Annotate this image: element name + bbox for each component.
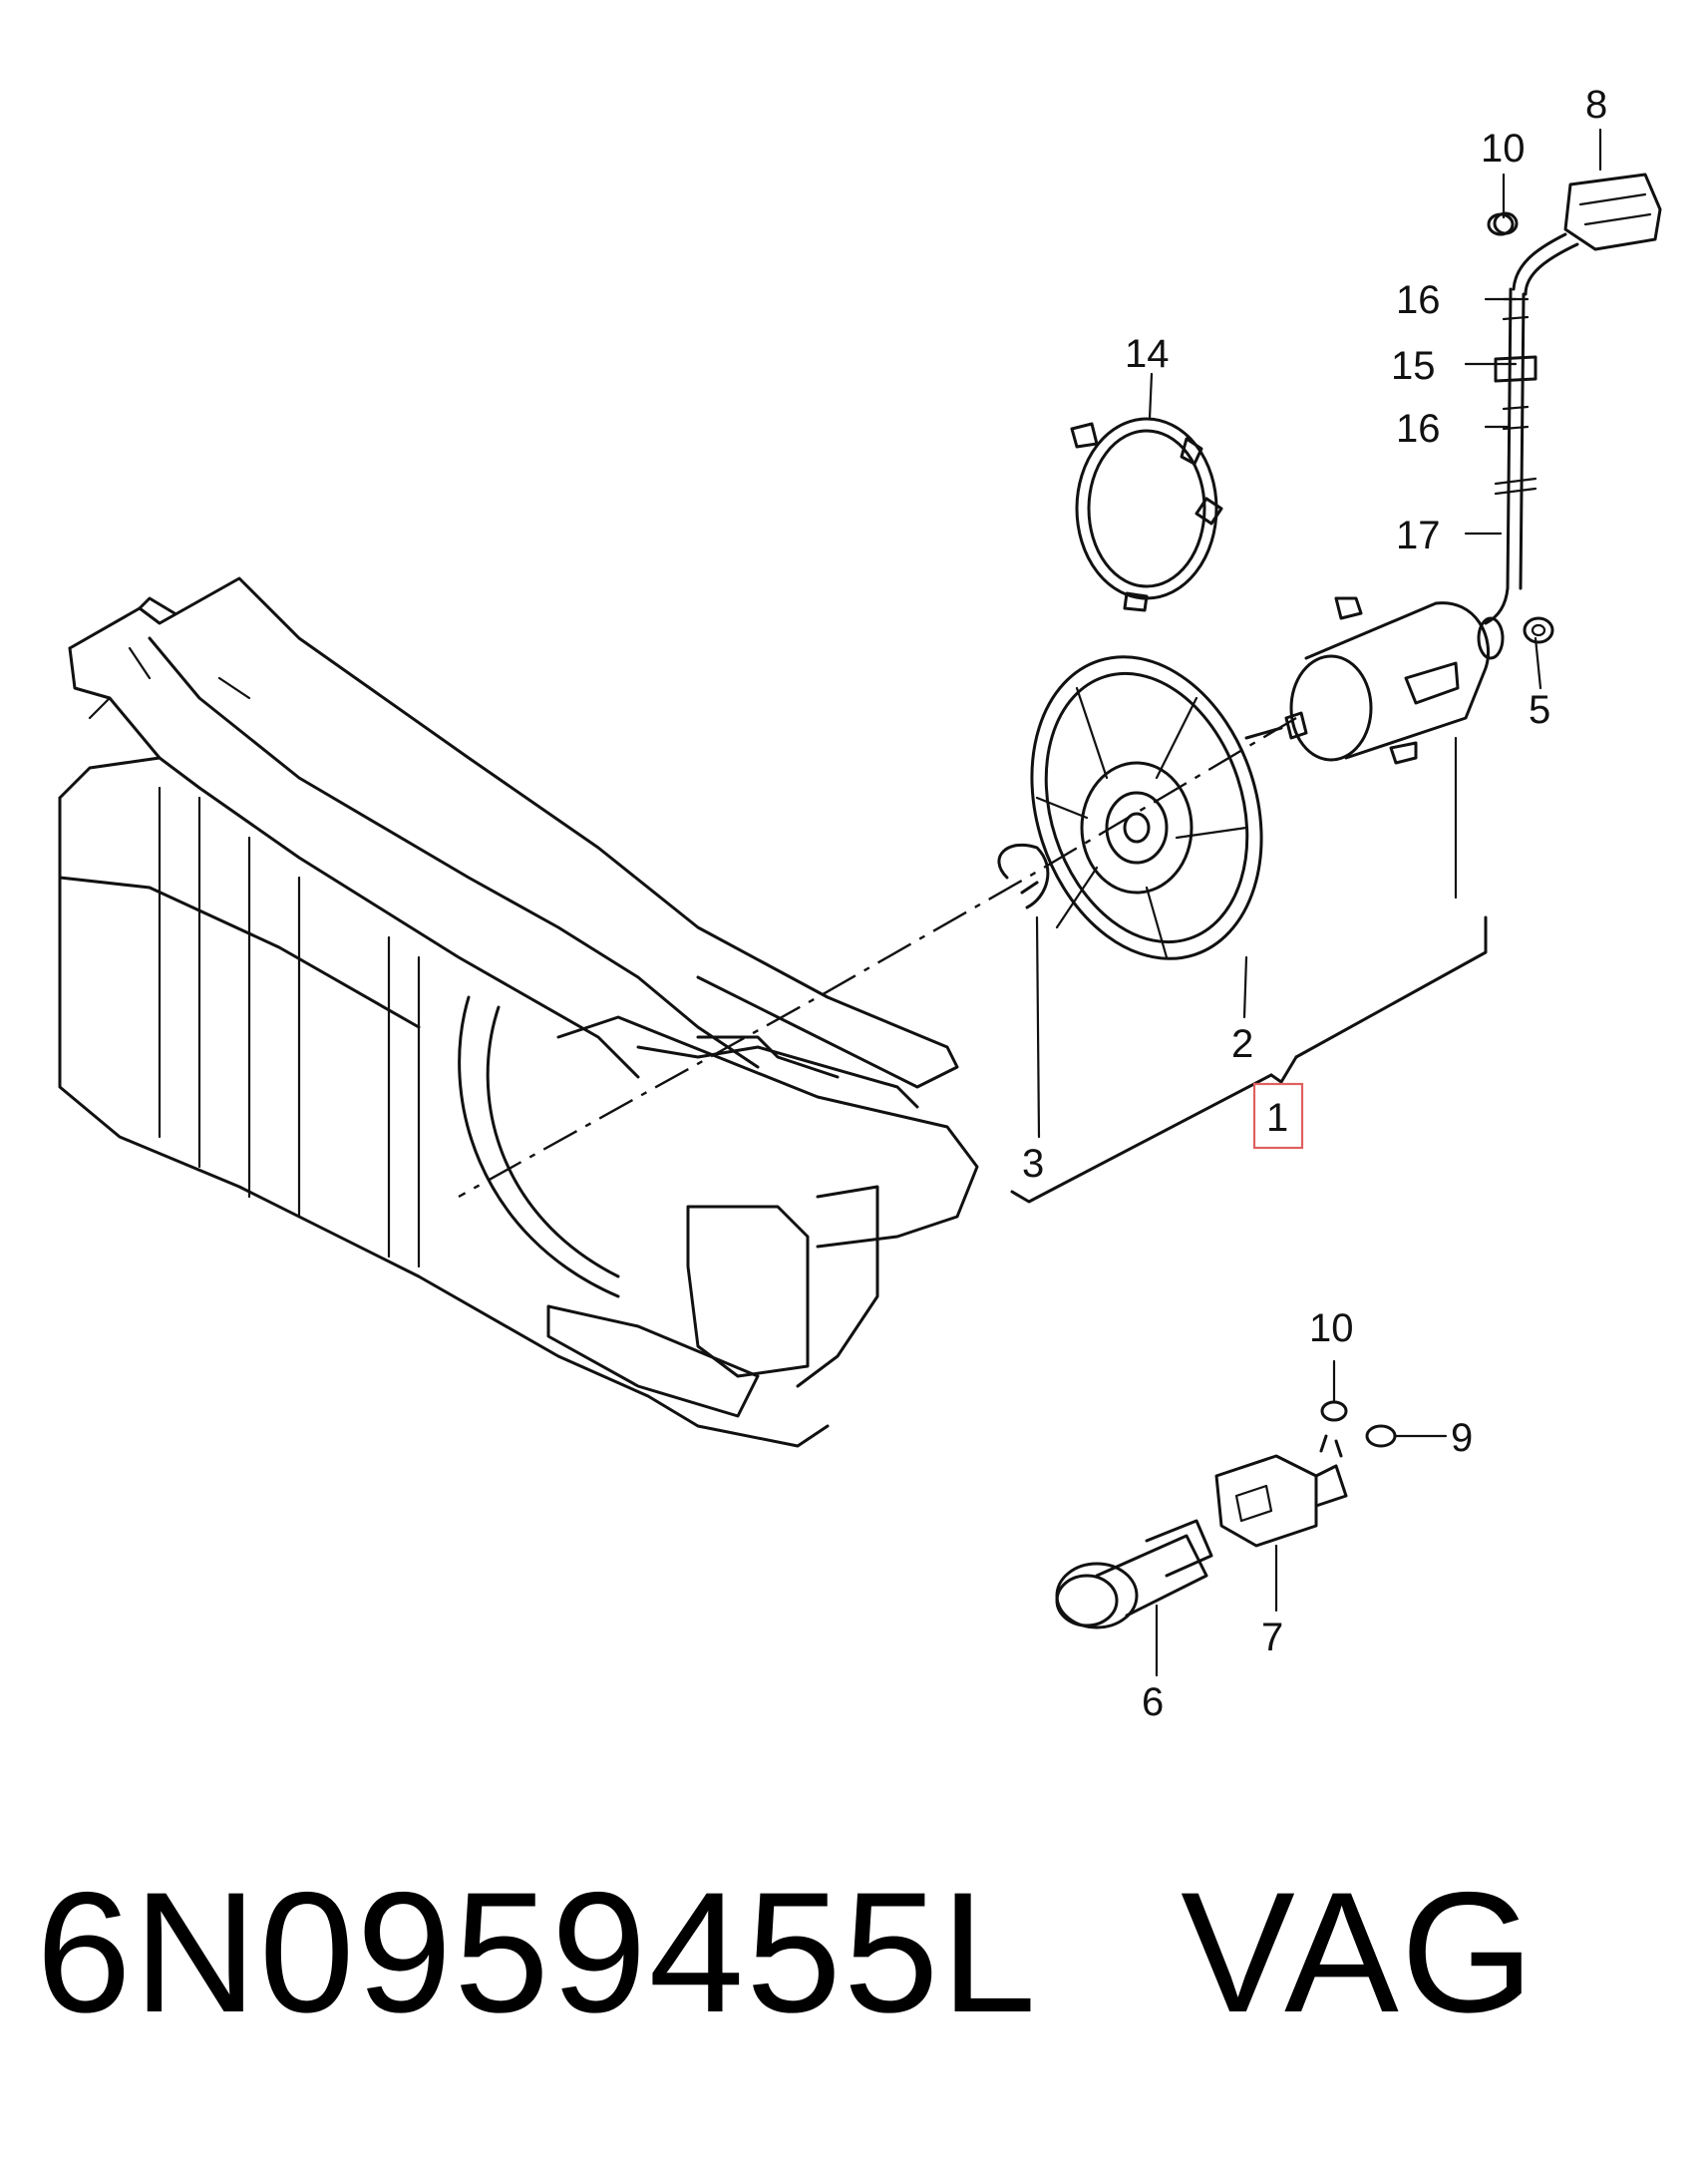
thermo-switch xyxy=(1055,1519,1213,1629)
label-7: 7 xyxy=(1261,1616,1283,1659)
nut xyxy=(1523,616,1554,644)
radiator-support-frame xyxy=(58,576,979,1448)
label-6: 6 xyxy=(1142,1680,1164,1724)
fan-motor xyxy=(1244,596,1505,765)
shroud-ring xyxy=(1070,417,1223,612)
label-8: 8 xyxy=(1585,83,1607,127)
highlight-box xyxy=(1252,1082,1304,1150)
fan-wheel xyxy=(1030,655,1263,960)
connector-housing xyxy=(1214,1434,1348,1548)
pin-plugs xyxy=(1320,211,1519,1448)
label-16-top: 16 xyxy=(1396,278,1441,322)
part-number: 6N0959455L xyxy=(36,1857,1032,2048)
label-2: 2 xyxy=(1231,1022,1253,1066)
label-15: 15 xyxy=(1391,344,1436,388)
label-17: 17 xyxy=(1396,514,1441,557)
label-9: 9 xyxy=(1451,1416,1473,1460)
label-10-top: 10 xyxy=(1481,127,1526,171)
part-caption: 6N0959455L VAG xyxy=(36,1867,1537,2038)
brand-name: VAG xyxy=(1181,1857,1537,2048)
label-16-bottom: 16 xyxy=(1396,407,1441,451)
label-5: 5 xyxy=(1529,688,1550,732)
wiring-harness xyxy=(1484,173,1662,625)
assembly-bracket xyxy=(1010,915,1488,1204)
assembly-axis-line xyxy=(458,716,1297,1199)
label-10-bottom: 10 xyxy=(1309,1306,1354,1350)
label-1: 1 xyxy=(1266,1096,1288,1140)
circlip xyxy=(997,843,1050,909)
leader-lines xyxy=(1035,128,1602,1677)
label-14: 14 xyxy=(1125,332,1170,376)
parts-diagram: 1 2 3 5 6 7 8 9 10 10 14 15 16 16 17 xyxy=(58,83,1662,1724)
label-3: 3 xyxy=(1022,1142,1044,1186)
